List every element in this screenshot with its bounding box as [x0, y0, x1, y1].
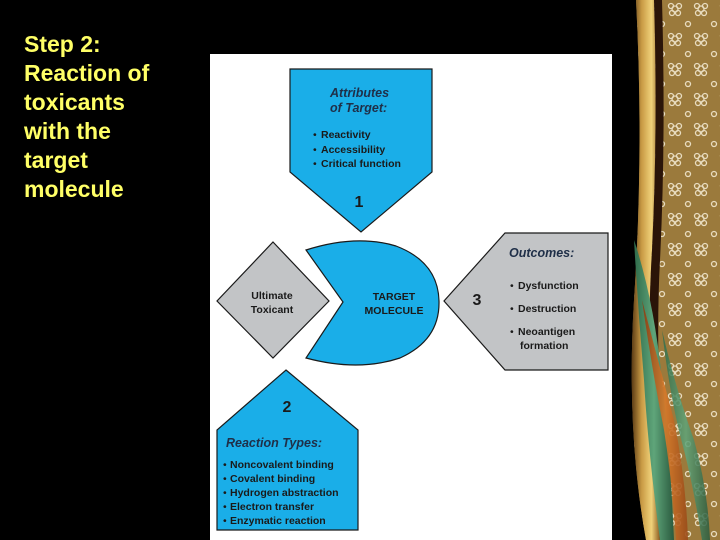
- attribute-item: Reactivity: [321, 129, 371, 141]
- slide-title: Step 2: Reaction of toxicants with the t…: [24, 30, 204, 204]
- attribute-item: Accessibility: [321, 144, 385, 156]
- bullet: •: [223, 515, 227, 527]
- attribute-item: Critical function: [321, 158, 401, 170]
- bullet: •: [223, 459, 227, 471]
- reaction-types-node: 2 Reaction Types: • Noncovalent binding …: [217, 370, 358, 530]
- outcomes-node: Outcomes: 3 • Dysfunction • Destruction …: [444, 233, 608, 370]
- reaction-type-item: Noncovalent binding: [230, 459, 334, 471]
- title-line: Step 2:: [24, 30, 204, 59]
- outcome-item-continuation: formation: [520, 340, 568, 352]
- attributes-heading-line: Attributes: [329, 86, 389, 100]
- diagram-panel: Attributes of Target: • Reactivity • Acc…: [210, 54, 612, 540]
- outcome-item: Dysfunction: [518, 280, 579, 292]
- bullet: •: [313, 144, 317, 156]
- attributes-heading-line: of Target:: [330, 101, 387, 115]
- reaction-types-heading: Reaction Types:: [226, 436, 322, 450]
- bullet: •: [223, 473, 227, 485]
- outcome-item: Neoantigen: [518, 326, 575, 338]
- decorative-border: [614, 0, 720, 540]
- title-line: toxicants: [24, 88, 204, 117]
- target-molecule-line: MOLECULE: [365, 305, 424, 317]
- bullet: •: [223, 487, 227, 499]
- reaction-type-item: Hydrogen abstraction: [230, 487, 339, 499]
- attributes-of-target-node: Attributes of Target: • Reactivity • Acc…: [290, 69, 432, 232]
- step-number-1: 1: [355, 194, 364, 211]
- decorative-pattern: [614, 0, 720, 540]
- bullet: •: [510, 303, 514, 315]
- title-line: Reaction of: [24, 59, 204, 88]
- title-line: with the: [24, 117, 204, 146]
- reaction-type-item: Enzymatic reaction: [230, 515, 326, 527]
- outcomes-heading: Outcomes:: [509, 246, 574, 260]
- bullet: •: [510, 326, 514, 338]
- target-molecule-line: TARGET: [373, 291, 416, 303]
- bullet: •: [313, 158, 317, 170]
- ultimate-toxicant-line: Ultimate: [251, 290, 293, 302]
- reaction-type-item: Electron transfer: [230, 501, 314, 513]
- ultimate-toxicant-line: Toxicant: [251, 304, 294, 316]
- outcome-item: Destruction: [518, 303, 576, 315]
- bullet: •: [313, 129, 317, 141]
- reaction-type-item: Covalent binding: [230, 473, 315, 485]
- bullet: •: [223, 501, 227, 513]
- toxicity-diagram: Attributes of Target: • Reactivity • Acc…: [210, 54, 612, 540]
- step-number-2: 2: [283, 399, 292, 416]
- step-number-3: 3: [473, 292, 482, 309]
- title-line: molecule: [24, 175, 204, 204]
- bullet: •: [510, 280, 514, 292]
- title-line: target: [24, 146, 204, 175]
